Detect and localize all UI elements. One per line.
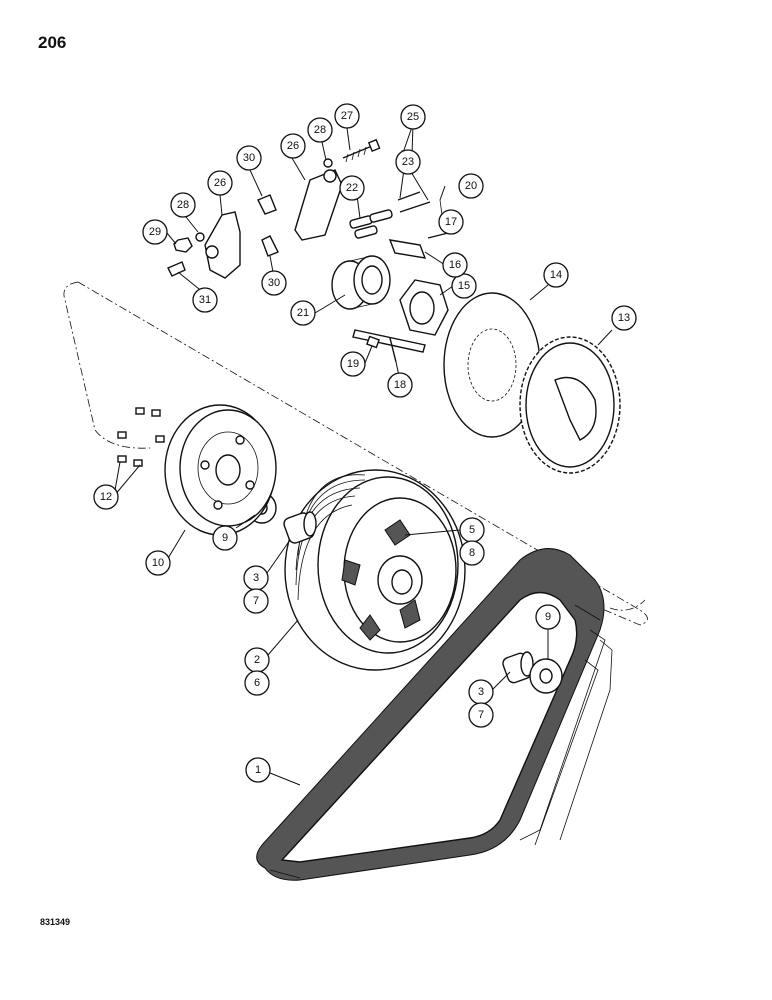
callout-number: 7 bbox=[478, 709, 484, 721]
nut bbox=[173, 237, 193, 253]
callout-6: 6 bbox=[244, 670, 270, 696]
callout-number: 9 bbox=[545, 611, 551, 623]
page-number: 206 bbox=[38, 33, 67, 52]
callout-number: 23 bbox=[402, 156, 414, 168]
callout-9-upper: 9 bbox=[212, 525, 238, 551]
callout-22: 22 bbox=[339, 175, 365, 201]
clevis-bar bbox=[352, 329, 426, 363]
throwout-bearing bbox=[331, 255, 391, 310]
callout-number: 2 bbox=[254, 654, 260, 666]
callout-19: 19 bbox=[340, 351, 366, 377]
callout-3-lower: 3 bbox=[468, 679, 494, 705]
callout-28-upper: 28 bbox=[307, 117, 333, 143]
callout-16: 16 bbox=[442, 252, 468, 278]
callout-number: 25 bbox=[407, 111, 419, 123]
callout-number: 29 bbox=[149, 226, 161, 238]
callout-number: 27 bbox=[341, 110, 353, 122]
callout-number: 1 bbox=[255, 764, 261, 776]
bearing-upper bbox=[283, 511, 317, 544]
callout-23: 23 bbox=[395, 149, 421, 175]
callout-18: 18 bbox=[387, 372, 413, 398]
callout-number: 19 bbox=[347, 358, 359, 370]
callout-30-lower: 30 bbox=[261, 270, 287, 296]
callout-25: 25 bbox=[400, 104, 426, 130]
callout-number: 28 bbox=[177, 199, 189, 211]
callout-17: 17 bbox=[438, 209, 464, 235]
callout-number: 3 bbox=[253, 572, 259, 584]
callout-number: 13 bbox=[618, 312, 630, 324]
bracket-lower bbox=[261, 235, 279, 257]
bracket-upper bbox=[257, 194, 277, 215]
callout-number: 6 bbox=[254, 677, 260, 689]
yoke-hub bbox=[399, 279, 449, 336]
set-screws bbox=[117, 407, 165, 467]
callout-number: 12 bbox=[100, 491, 112, 503]
bearing-lower bbox=[502, 651, 534, 684]
washer-lower bbox=[529, 658, 563, 694]
callout-number: 5 bbox=[469, 524, 475, 536]
callout-7-upper: 7 bbox=[243, 588, 269, 614]
callout-number: 15 bbox=[458, 280, 470, 292]
callout-number: 16 bbox=[449, 259, 461, 271]
callout-12: 12 bbox=[93, 484, 119, 510]
callout-29: 29 bbox=[142, 219, 168, 245]
callout-3-upper: 3 bbox=[243, 565, 269, 591]
callout-number: 17 bbox=[445, 216, 457, 228]
bolt bbox=[342, 138, 381, 163]
callout-5: 5 bbox=[459, 517, 485, 543]
shifter-arm-right bbox=[294, 169, 343, 241]
callout-7-lower: 7 bbox=[468, 702, 494, 728]
callout-1: 1 bbox=[245, 757, 271, 783]
callout-31: 31 bbox=[192, 287, 218, 313]
figure-code: 831349 bbox=[40, 917, 71, 927]
leader-lines bbox=[113, 123, 613, 786]
callout-number: 14 bbox=[550, 269, 562, 281]
callout-number: 8 bbox=[469, 547, 475, 559]
callout-number: 31 bbox=[199, 294, 211, 306]
clutch-plate bbox=[164, 404, 277, 536]
callout-14: 14 bbox=[543, 262, 569, 288]
callout-20: 20 bbox=[458, 173, 484, 199]
drive-pulley bbox=[284, 469, 466, 671]
callout-2: 2 bbox=[244, 647, 270, 673]
callout-13: 13 bbox=[611, 305, 637, 331]
callout-number: 26 bbox=[287, 140, 299, 152]
lever bbox=[388, 231, 453, 259]
callout-number: 21 bbox=[297, 307, 309, 319]
callout-28-lower: 28 bbox=[170, 192, 196, 218]
callout-26-left: 26 bbox=[207, 170, 233, 196]
callout-26-right: 26 bbox=[280, 133, 306, 159]
callout-number: 30 bbox=[243, 152, 255, 164]
callout-15: 15 bbox=[451, 273, 477, 299]
callout-number: 20 bbox=[465, 180, 477, 192]
washer-28-lower bbox=[195, 232, 205, 242]
callout-number: 22 bbox=[346, 182, 358, 194]
callout-9-lower: 9 bbox=[535, 604, 561, 630]
callout-30-upper: 30 bbox=[236, 145, 262, 171]
screw bbox=[167, 261, 186, 277]
callout-number: 7 bbox=[253, 595, 259, 607]
link-plates bbox=[349, 209, 393, 239]
callout-10: 10 bbox=[145, 550, 171, 576]
shifter-arm-left bbox=[204, 211, 241, 279]
callout-8: 8 bbox=[459, 540, 485, 566]
drive-belt bbox=[256, 548, 613, 881]
callout-number: 18 bbox=[394, 379, 406, 391]
callout-number: 26 bbox=[214, 177, 226, 189]
sprocket bbox=[519, 336, 621, 474]
callout-21: 21 bbox=[290, 300, 316, 326]
callout-number: 28 bbox=[314, 124, 326, 136]
callout-number: 3 bbox=[478, 686, 484, 698]
assembly-outline bbox=[63, 281, 648, 626]
callout-number: 9 bbox=[222, 532, 228, 544]
callout-number: 30 bbox=[268, 277, 280, 289]
callout-number: 10 bbox=[152, 557, 164, 569]
callout-27: 27 bbox=[334, 103, 360, 129]
washer-28-upper bbox=[323, 158, 333, 168]
